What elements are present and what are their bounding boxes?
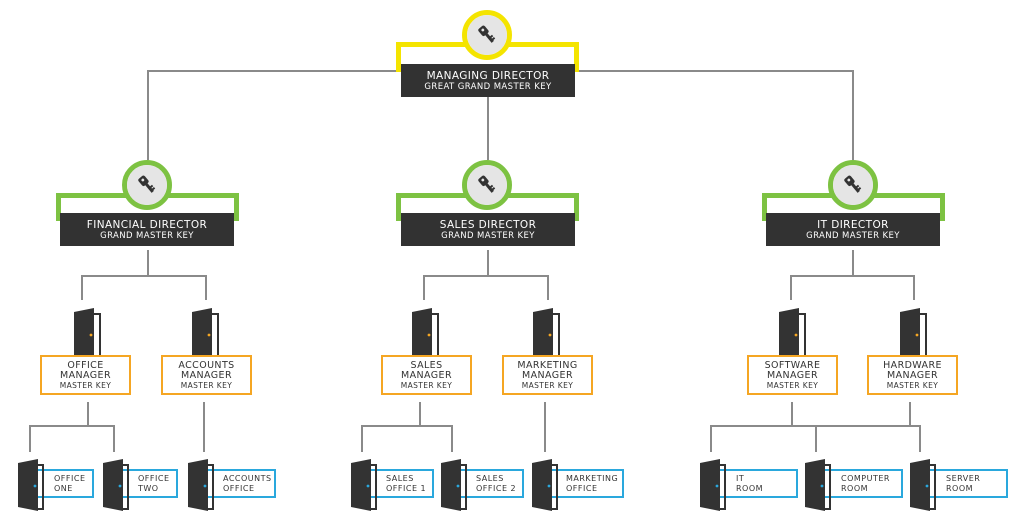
door-icon — [900, 308, 927, 360]
connector-it-hardware-manager — [853, 275, 915, 300]
it-key-badge — [828, 160, 878, 210]
node-subtitle: GRAND MASTER KEY — [441, 230, 535, 241]
door-icon — [188, 459, 214, 511]
connector-office-manager-office-two — [88, 425, 115, 452]
manager-title-line1: SALES — [410, 359, 443, 371]
door-icon — [18, 459, 44, 511]
sales-director-node[interactable]: SALES DIRECTOR GRAND MASTER KEY — [401, 213, 575, 246]
room-label-line2: ROOM — [736, 483, 764, 493]
connector-financial-office-manager — [81, 250, 149, 300]
room-label-line2: OFFICE 2 — [476, 483, 517, 493]
connector-office-manager-office-one — [29, 402, 89, 452]
root-key-badge — [462, 10, 512, 60]
door-icon — [351, 459, 377, 511]
sales-manager-node[interactable]: SALES MANAGER MASTER KEY — [381, 355, 472, 395]
door-icon — [805, 459, 831, 511]
door-icon — [700, 459, 726, 511]
door-icon — [779, 308, 806, 360]
manager-key-level: MASTER KEY — [180, 380, 233, 390]
manager-title-line1: HARDWARE — [883, 359, 942, 371]
key-icon — [478, 175, 496, 193]
accounts-manager-node[interactable]: ACCOUNTS MANAGER MASTER KEY — [161, 355, 252, 395]
manager-title-line2: MANAGER — [887, 369, 938, 381]
manager-key-level: MASTER KEY — [59, 380, 112, 390]
manager-title-line1: MARKETING — [517, 359, 578, 371]
server-room[interactable]: SERVER ROOM — [926, 469, 1008, 498]
connector-sales-sales-manager — [423, 250, 489, 300]
room-label-line1: ACCOUNTS — [223, 473, 272, 483]
computer-room[interactable]: COMPUTER ROOM — [821, 469, 903, 498]
key-icon — [138, 175, 156, 193]
manager-key-level: MASTER KEY — [521, 380, 574, 390]
manager-title-line2: MANAGER — [767, 369, 818, 381]
manager-title-line2: MANAGER — [60, 369, 111, 381]
room-label-line1: SALES — [476, 473, 504, 483]
node-title: MANAGING DIRECTOR — [426, 69, 550, 82]
node-title: SALES DIRECTOR — [439, 218, 537, 231]
door-icon — [74, 308, 101, 360]
room-label-line1: MARKETING — [566, 473, 619, 483]
door-icon — [103, 459, 129, 511]
manager-title-line1: OFFICE — [67, 359, 104, 371]
managing-director-node[interactable]: MANAGING DIRECTOR GREAT GRAND MASTER KEY — [401, 64, 575, 97]
room-label-line2: OFFICE 1 — [386, 483, 427, 493]
sales-office-2-room[interactable]: SALES OFFICE 2 — [456, 469, 524, 498]
financial-director-node[interactable]: FINANCIAL DIRECTOR GRAND MASTER KEY — [60, 213, 234, 246]
software-manager-node[interactable]: SOFTWARE MANAGER MASTER KEY — [747, 355, 838, 395]
room-label-line1: IT — [736, 473, 745, 483]
manager-key-level: MASTER KEY — [766, 380, 819, 390]
key-icon — [478, 25, 496, 43]
office-manager-node[interactable]: OFFICE MANAGER MASTER KEY — [40, 355, 131, 395]
manager-title-line2: MANAGER — [181, 369, 232, 381]
manager-key-level: MASTER KEY — [400, 380, 453, 390]
it-director-node[interactable]: IT DIRECTOR GRAND MASTER KEY — [766, 213, 940, 246]
room-label-line1: COMPUTER — [841, 473, 890, 483]
connector-sales-marketing-manager — [488, 275, 549, 300]
manager-title-line1: ACCOUNTS — [178, 359, 235, 371]
room-label-line2: ROOM — [946, 483, 974, 493]
sales-key-badge — [462, 160, 512, 210]
node-subtitle: GRAND MASTER KEY — [806, 230, 900, 241]
door-icon — [532, 459, 558, 511]
key-icon — [844, 175, 862, 193]
door-icon — [441, 459, 467, 511]
node-title: FINANCIAL DIRECTOR — [86, 218, 208, 231]
hardware-manager-node[interactable]: HARDWARE MANAGER MASTER KEY — [867, 355, 958, 395]
room-label-line2: ROOM — [841, 483, 869, 493]
connector-software-manager-it-room — [710, 402, 793, 452]
node-subtitle: GRAND MASTER KEY — [100, 230, 194, 241]
marketing-manager-node[interactable]: MARKETING MANAGER MASTER KEY — [502, 355, 593, 395]
manager-key-level: MASTER KEY — [886, 380, 939, 390]
room-label-line2: TWO — [138, 483, 159, 493]
financial-key-badge — [122, 160, 172, 210]
room-label-line1: SALES — [386, 473, 414, 483]
room-label-line1: OFFICE — [54, 473, 86, 483]
room-label-line2: ONE — [54, 483, 73, 493]
sales-office-1-room[interactable]: SALES OFFICE 1 — [366, 469, 434, 498]
connector-software-manager-server-room — [792, 425, 921, 452]
room-label-line1: SERVER — [946, 473, 981, 483]
connector-financial-accounts-manager — [148, 275, 207, 300]
node-title: IT DIRECTOR — [817, 218, 889, 231]
connector-root-it — [575, 70, 854, 160]
door-icon — [910, 459, 936, 511]
connector-sales-manager-office-1 — [361, 402, 421, 452]
door-icon — [192, 308, 219, 360]
room-label-line2: OFFICE — [566, 483, 598, 493]
manager-title-line2: MANAGER — [522, 369, 573, 381]
room-label-line2: OFFICE — [223, 483, 255, 493]
connector-it-software-manager — [790, 250, 854, 300]
connector-root-financial — [147, 70, 400, 160]
node-subtitle: GREAT GRAND MASTER KEY — [424, 81, 552, 92]
connector-sales-manager-office-2 — [420, 425, 453, 452]
door-icon — [412, 308, 439, 360]
manager-title-line1: SOFTWARE — [764, 359, 821, 371]
accounts-office-room[interactable]: ACCOUNTS OFFICE — [203, 469, 276, 498]
it-room[interactable]: IT ROOM — [716, 469, 798, 498]
manager-title-line2: MANAGER — [401, 369, 452, 381]
door-icon — [533, 308, 560, 360]
room-label-line1: OFFICE — [138, 473, 170, 483]
